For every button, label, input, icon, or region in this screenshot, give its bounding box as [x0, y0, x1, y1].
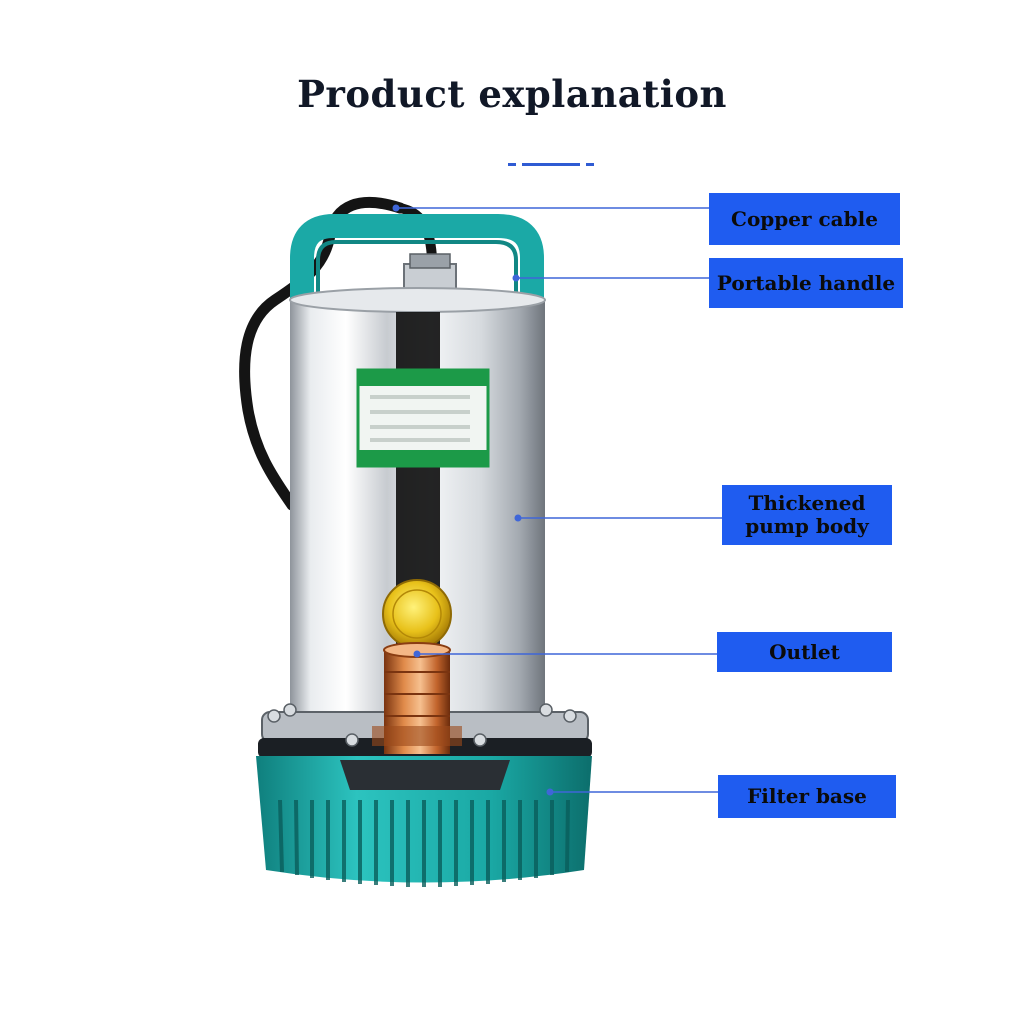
- portable-handle: [290, 214, 544, 300]
- label-portable-handle: Portable handle: [709, 258, 903, 308]
- label-thickened-pump-body: Thickened pump body: [722, 485, 892, 545]
- label-outlet: Outlet: [717, 632, 892, 672]
- label-filter-base: Filter base: [718, 775, 896, 818]
- label-copper-cable: Copper cable: [709, 193, 900, 245]
- page-title: Product explanation: [297, 72, 727, 116]
